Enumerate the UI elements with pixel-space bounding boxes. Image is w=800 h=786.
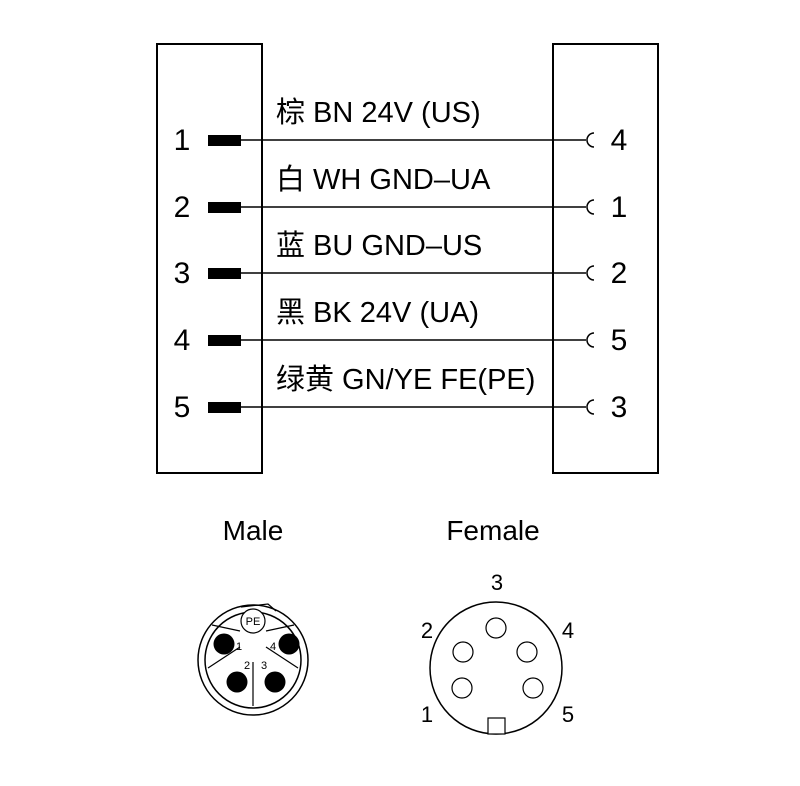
left-pin-number: 1	[174, 124, 191, 157]
right-socket-contact	[586, 332, 595, 348]
male-pin-4-label: 4	[270, 641, 276, 653]
male-pin-4	[278, 633, 300, 655]
left-pin-contact	[208, 135, 241, 146]
left-pin-number: 2	[174, 191, 191, 224]
male-divider-lower-left	[207, 646, 241, 669]
female-socket-1	[451, 677, 473, 699]
male-divider-right	[265, 624, 295, 632]
male-coding-key	[240, 603, 277, 612]
female-socket-2	[452, 641, 474, 663]
wire-label: 棕 BN 24V (US)	[276, 96, 481, 129]
female-pin-4-label: 4	[562, 618, 574, 643]
right-socket-contact	[586, 132, 595, 148]
male-pin-1	[213, 633, 235, 655]
left-pin-contact	[208, 202, 241, 213]
male-connector: Male PE 1 4 2 3	[197, 515, 309, 716]
male-divider-left	[211, 624, 241, 632]
right-socket-contact	[586, 399, 595, 415]
male-pin-2	[226, 671, 248, 693]
female-title: Female	[446, 515, 539, 546]
male-pe-label: PE	[246, 616, 261, 628]
male-outer-ring	[197, 604, 309, 716]
right-pin-number: 5	[611, 324, 628, 357]
female-socket-5	[522, 677, 544, 699]
left-pin-number: 5	[174, 391, 191, 424]
female-pin-2-label: 2	[421, 618, 433, 643]
wire-label: 白 WH GND–UA	[276, 163, 491, 196]
male-title: Male	[223, 515, 284, 546]
right-pin-number: 2	[611, 257, 628, 290]
female-socket-3	[485, 617, 507, 639]
female-outer-ring	[429, 601, 563, 735]
right-connector-body	[552, 43, 659, 474]
wire-label: 蓝 BU GND–US	[276, 229, 482, 262]
male-divider-lower-right	[265, 646, 299, 669]
female-pin-3-label: 3	[491, 570, 503, 595]
left-pin-contact	[208, 268, 241, 279]
left-pin-number: 3	[174, 257, 191, 290]
right-pin-number: 1	[611, 191, 628, 224]
right-socket-contact	[586, 199, 595, 215]
female-pin-1-label: 1	[421, 702, 433, 727]
left-pin-number: 4	[174, 324, 191, 357]
male-pin-1-label: 1	[236, 641, 242, 653]
right-pin-number: 3	[611, 391, 628, 424]
left-pin-contact	[208, 402, 241, 413]
male-pin-3-label: 3	[261, 660, 267, 672]
right-pin-number: 4	[611, 124, 628, 157]
male-pe-contact	[240, 608, 266, 634]
female-coding-key	[487, 717, 506, 735]
wire-rows: 1 4 棕 BN 24V (US) 2 1 白 WH GND–UA 3 2 蓝 BU GND–U…	[174, 96, 628, 424]
male-pin-2-label: 2	[244, 660, 250, 672]
wire-label: 绿黄 GN/YE FE(PE)	[276, 363, 535, 396]
right-socket-contact	[586, 265, 595, 281]
left-connector-body	[156, 43, 263, 474]
female-pin-5-label: 5	[562, 702, 574, 727]
left-pin-contact	[208, 335, 241, 346]
male-pin-3	[264, 671, 286, 693]
female-connector: Female 3 2 4 1 5	[421, 515, 574, 735]
wire-label: 黑 BK 24V (UA)	[276, 297, 479, 329]
female-socket-4	[516, 641, 538, 663]
